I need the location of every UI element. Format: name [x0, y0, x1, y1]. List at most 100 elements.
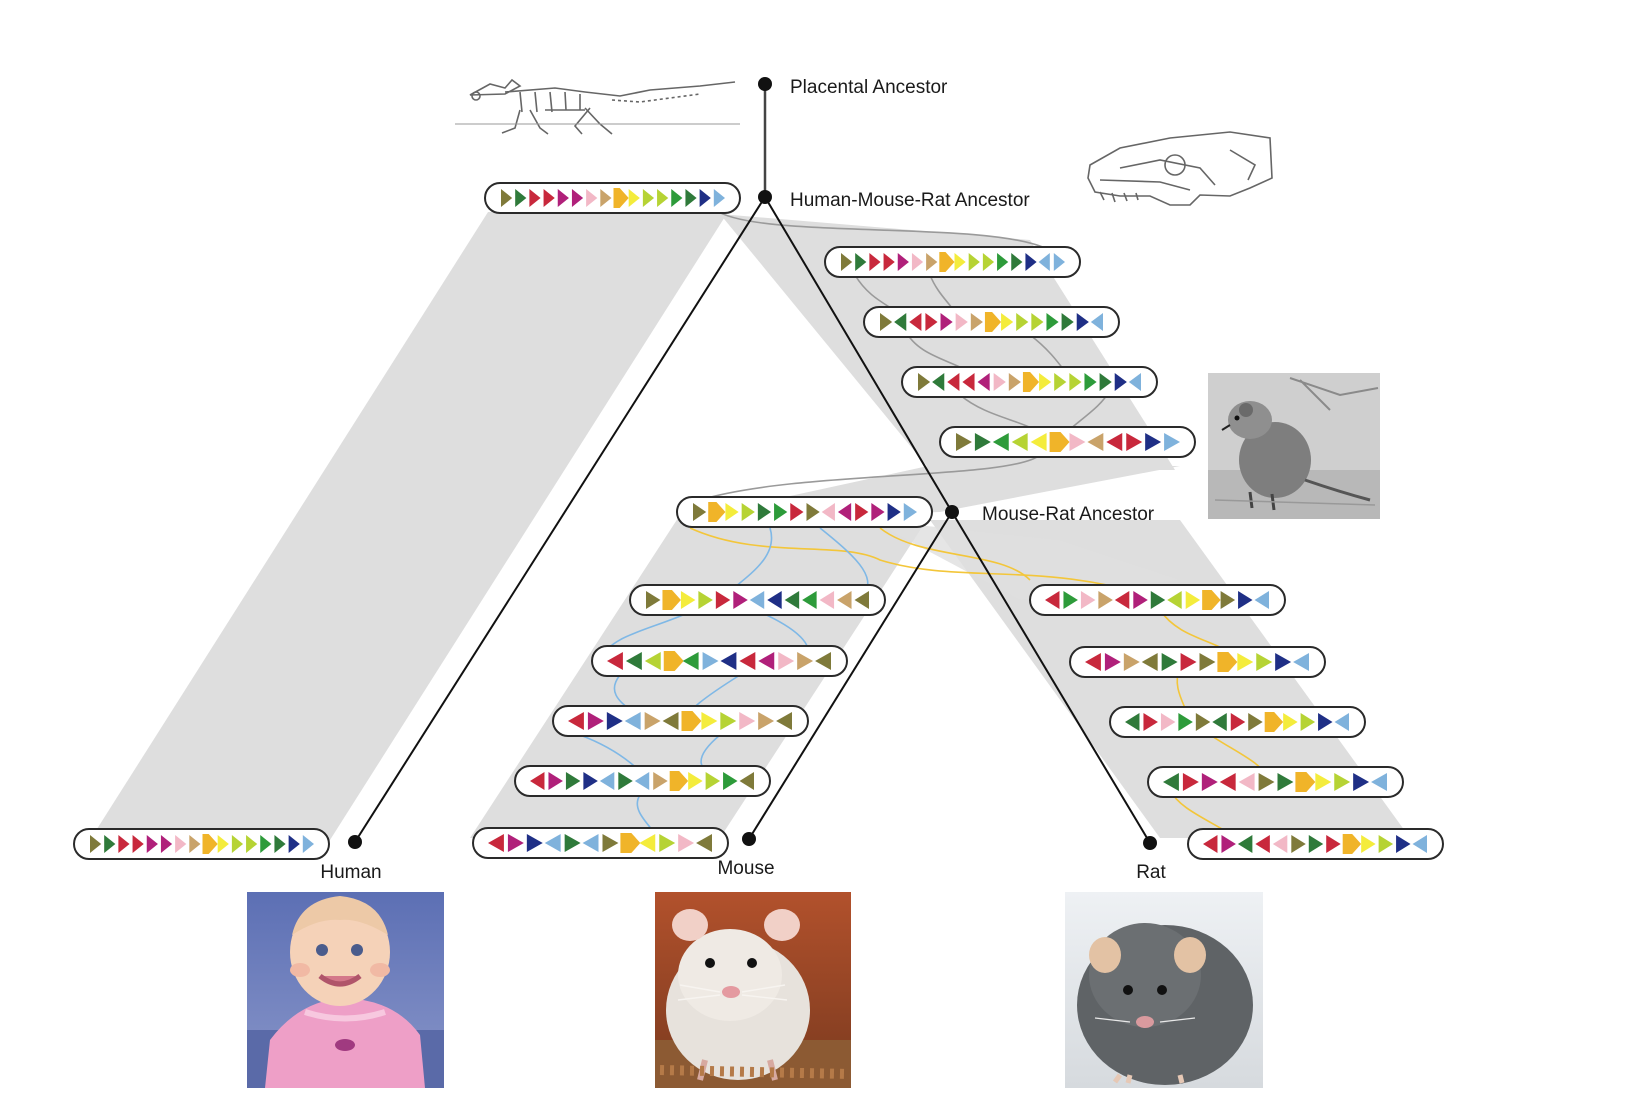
gene-block	[1221, 835, 1236, 853]
chromosome-bar	[1029, 584, 1286, 616]
gene-block	[1046, 313, 1059, 331]
gene-block	[653, 772, 668, 790]
gene-block	[815, 652, 831, 670]
gene-block	[599, 772, 615, 790]
gene-block	[1277, 773, 1294, 791]
gene-block	[806, 503, 820, 521]
gene-block	[909, 313, 922, 331]
gene-block	[739, 772, 754, 790]
gene-block	[628, 189, 640, 207]
chromosome-bar	[863, 306, 1120, 338]
gene-block	[1237, 835, 1253, 853]
label-human: Human	[320, 862, 381, 883]
gene-block	[1161, 653, 1178, 671]
gene-block	[1178, 713, 1193, 731]
gene-block	[1085, 653, 1101, 671]
branch-mouse-rat-to-mouse	[748, 511, 953, 840]
gene-block	[1334, 773, 1351, 791]
gene-block	[757, 503, 772, 521]
fossil-skeleton-icon	[455, 78, 740, 135]
gene-block	[968, 253, 980, 271]
gene-block	[1220, 591, 1236, 609]
gene-block	[926, 253, 938, 271]
gene-block	[1022, 372, 1040, 392]
gene-block	[1143, 713, 1158, 731]
gene-block	[507, 834, 524, 852]
gene-block	[1133, 591, 1148, 609]
gene-block	[1163, 773, 1179, 791]
gene-block	[1061, 313, 1074, 331]
gene-block	[644, 652, 661, 670]
gene-block	[1238, 773, 1255, 791]
gene-block	[992, 433, 1009, 451]
gene-block	[797, 652, 814, 670]
gene-block	[1264, 712, 1284, 732]
gene-block	[1164, 433, 1180, 451]
gene-block	[693, 503, 707, 521]
gene-block	[1203, 835, 1218, 853]
gene-block	[841, 253, 853, 271]
gene-block	[708, 502, 726, 522]
gene-block	[1212, 713, 1227, 731]
gene-block	[189, 835, 201, 853]
gene-block	[488, 834, 504, 852]
chromosome-bar	[591, 645, 848, 677]
gene-block	[565, 772, 581, 790]
gene-block	[1318, 713, 1333, 731]
gene-block	[1069, 373, 1082, 391]
gene-block	[1030, 433, 1047, 451]
gene-block	[1063, 591, 1078, 609]
chromosome-bar	[901, 366, 1158, 398]
gene-block	[1011, 433, 1028, 451]
gene-block	[925, 313, 938, 331]
gene-block	[274, 835, 286, 853]
gene-block	[1031, 313, 1044, 331]
gene-block	[302, 835, 314, 853]
gene-block	[1258, 773, 1275, 791]
gene-block	[837, 503, 852, 521]
gene-block	[1125, 713, 1140, 731]
gene-block	[977, 373, 990, 391]
gene-block	[659, 834, 676, 852]
gene-block	[678, 834, 695, 852]
gene-block	[1090, 313, 1103, 331]
node-rat	[1143, 836, 1157, 850]
gene-block	[1114, 373, 1127, 391]
chromosome-bar	[1069, 646, 1326, 678]
trace-line	[699, 454, 1041, 501]
gene-block	[1126, 433, 1143, 451]
chromosome-bar	[676, 496, 933, 528]
gene-block	[1283, 713, 1298, 731]
gene-block	[1123, 653, 1140, 671]
gene-block	[682, 652, 699, 670]
gene-block	[260, 835, 272, 853]
branch-mouse-rat-to-rat	[951, 511, 1151, 844]
gene-block	[1053, 253, 1065, 271]
chromosome-bar	[514, 765, 771, 797]
gene-block	[1371, 773, 1387, 791]
gene-block	[602, 834, 619, 852]
gene-block	[685, 189, 697, 207]
gene-block	[894, 313, 907, 331]
gene-block	[713, 189, 725, 207]
gene-block	[1167, 591, 1182, 609]
label-mouse-rat-ancestor: Mouse-Rat Ancestor	[982, 504, 1155, 525]
gene-block	[982, 253, 995, 271]
gene-block	[837, 591, 852, 609]
gene-block	[897, 253, 909, 271]
label-rat: Rat	[1136, 862, 1166, 883]
gene-block	[947, 373, 960, 391]
gene-block	[1238, 591, 1253, 609]
gene-block	[1256, 653, 1273, 671]
gene-block	[705, 772, 721, 790]
gene-block	[586, 189, 598, 207]
gene-block	[1254, 591, 1269, 609]
gene-block	[715, 591, 731, 609]
gene-block	[564, 834, 581, 852]
gene-block	[911, 253, 924, 271]
gene-block	[1180, 653, 1197, 671]
gene-block	[1016, 313, 1029, 331]
gene-block	[1098, 591, 1113, 609]
gene-block	[231, 835, 244, 853]
rat-photo-icon	[1065, 892, 1263, 1088]
